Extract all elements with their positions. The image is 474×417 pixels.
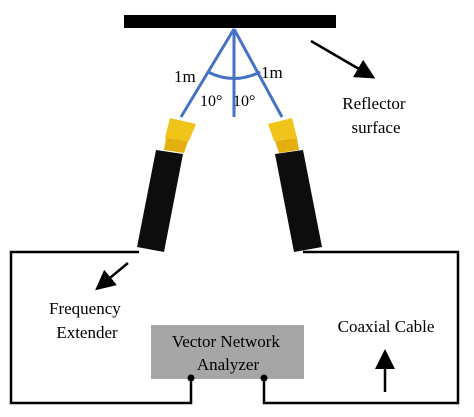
reflector-label: Reflector surface <box>342 94 410 137</box>
angle-label-left: 10° <box>200 93 222 110</box>
reflector-plate <box>124 15 336 28</box>
distance-label-right: 1m <box>261 63 283 82</box>
wiring <box>9 250 460 405</box>
vna-label-line2: Analyzer <box>197 355 260 374</box>
vna-label-line1: Vector Network <box>172 332 281 351</box>
vna-port-left <box>187 374 195 382</box>
angle-arc <box>207 70 261 80</box>
extender-label: Frequency Extender <box>49 299 125 342</box>
extender-arrow <box>95 262 129 291</box>
angle-label-right: 10° <box>233 93 255 110</box>
vna-box <box>151 325 304 379</box>
cable-label: Coaxial Cable <box>338 317 435 336</box>
right-horn-antenna <box>268 118 299 153</box>
beam-geometry <box>179 28 284 118</box>
right-frequency-extender <box>275 150 322 252</box>
right-wire <box>262 250 460 405</box>
left-wire <box>9 250 193 405</box>
vna-label: Vector Network Analyzer <box>172 332 284 374</box>
extender-label-line2: Extender <box>56 323 118 342</box>
left-frequency-extender <box>137 150 183 252</box>
reflector-label-line1: Reflector <box>342 94 406 113</box>
reflector-arrow <box>310 39 376 79</box>
vna-port-right <box>260 374 268 382</box>
reflector-label-line2: surface <box>351 118 400 137</box>
left-horn-antenna <box>164 118 196 153</box>
distance-label-left: 1m <box>174 67 196 86</box>
extender-label-line1: Frequency <box>49 299 121 318</box>
